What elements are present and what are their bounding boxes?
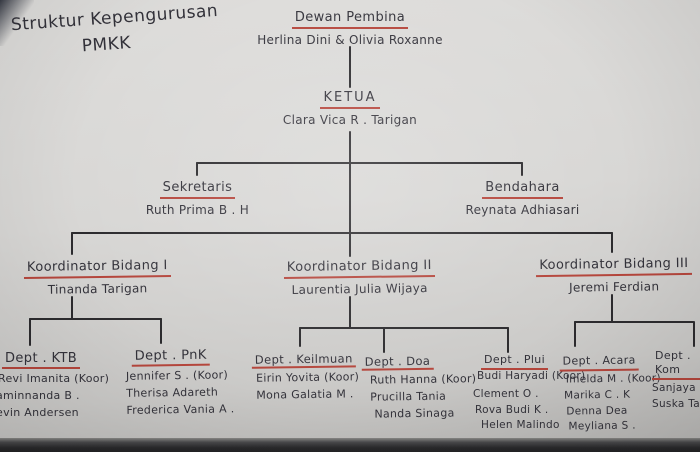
node-title: Koordinator Bidang II — [283, 257, 435, 280]
node-title: Koordinator Bidang III — [536, 255, 692, 278]
whiteboard-bottom-edge — [0, 438, 700, 452]
node-dept-kom: Dept . Kom Sanjaya S . (Ko Suska Tanuwi — [652, 349, 700, 411]
connector-bidang2-bar — [299, 327, 509, 329]
node-member: Denna Dea — [566, 404, 628, 418]
node-member: Nanda Sinaga — [374, 406, 455, 421]
node-dept-doa: Dept . Doa Ruth Hanna (Koor) Prucilla Ta… — [361, 349, 477, 421]
node-member: Frederica Vania A . — [126, 402, 235, 417]
node-member: Herlina Dini & Olivia Roxanne — [257, 33, 443, 48]
node-member: Clement O . — [473, 387, 539, 400]
connector-koord2-trunk — [349, 296, 351, 328]
node-title: Koordinator Bidang I — [23, 257, 171, 280]
node-member: Budi Haryadi (Koor) — [477, 369, 586, 382]
node-dept-acara: Dept . Acara Imelda M . (Koor) Marika C … — [559, 348, 661, 433]
node-member: aminnanda B . — [0, 389, 80, 402]
node-koordinator-bidang-2: Koordinator Bidang II Laurentia Julia Wi… — [272, 254, 448, 299]
node-member: Ruth Prima B . H — [145, 203, 250, 218]
node-ketua: KETUA Clara Vica R . Tarigan — [250, 86, 450, 128]
node-member: Tinanda Tarigan — [47, 281, 148, 297]
connector-koord1-trunk — [71, 296, 73, 319]
connector-drop-koord3 — [611, 232, 613, 253]
connector-koordinator-bar — [71, 232, 613, 234]
connector-drop-keilmuan — [299, 327, 301, 347]
node-member: Clara Vica R . Tarigan — [282, 113, 418, 128]
node-member: Mona Galatia M . — [256, 387, 354, 402]
node-dewan-pembina: Dewan Pembina Herlina Dini & Olivia Roxa… — [230, 6, 470, 48]
connector-drop-bendahara — [521, 162, 523, 176]
node-member: Suska Tanuwi — [652, 397, 700, 410]
connector-drop-ktb — [29, 318, 31, 346]
node-koordinator-bidang-1: Koordinator Bidang I Tinanda Tarigan — [10, 254, 186, 299]
connector-ketua-trunk — [349, 131, 351, 257]
node-member: Prucilla Tania — [370, 389, 447, 404]
node-title: KETUA — [320, 90, 380, 110]
connector-drop-plui — [507, 327, 509, 353]
node-title: Dept . Keilmuan — [251, 351, 356, 370]
connector-bidang3-bar — [574, 321, 694, 323]
connector-drop-sekretaris — [196, 162, 198, 176]
node-title: Sekretaris — [159, 180, 236, 200]
connector-sek-ben-bar — [196, 162, 523, 164]
node-title: Dept . PnK — [131, 347, 210, 368]
node-title: Dept . Plui — [481, 353, 549, 370]
node-dept-ktb: Dept . KTB Revi Imanita (Koor) aminnanda… — [0, 347, 127, 420]
node-member: Meyliana S . — [568, 419, 636, 433]
node-dept-pnk: Dept . PnK Jennifer S . (Koor) Therisa A… — [125, 343, 246, 417]
node-member: evin Andersen — [0, 405, 79, 419]
node-title: Dewan Pembina — [291, 10, 409, 30]
connector-drop-pnk — [160, 318, 162, 344]
node-member: Sanjaya S . (Ko — [652, 382, 700, 394]
node-member: Eirin Yovita (Koor) — [255, 370, 360, 386]
node-title: Dept . Acara — [559, 353, 639, 372]
node-member: Imelda M . (Koor) — [565, 372, 661, 386]
node-koordinator-bidang-3: Koordinator Bidang III Jeremi Ferdian — [528, 252, 700, 297]
node-member: Helen Malindo — [481, 419, 560, 432]
connector-drop-acara — [574, 321, 576, 347]
page-title: Struktur Kepengurusan PMKK — [6, 0, 224, 64]
node-member: Revi Imanita (Koor) — [0, 372, 110, 386]
connector-drop-koord1 — [71, 232, 73, 255]
node-title: Dept . KTB — [2, 351, 81, 370]
node-title: Dept . Doa — [361, 353, 434, 372]
node-member: Jennifer S . (Koor) — [125, 368, 229, 384]
node-member: Jeremi Ferdian — [568, 279, 660, 295]
connector-bidang1-bar — [29, 318, 162, 320]
node-bendahara: Bendahara Reynata Adhiasari — [435, 176, 610, 218]
node-member: Marika C . K — [563, 388, 631, 402]
node-member: Rova Budi K . — [475, 403, 549, 416]
node-dept-plui: Dept . Plui Budi Haryadi (Koor) Clement … — [473, 348, 586, 432]
node-title: Bendahara — [482, 180, 563, 200]
connector-koord3-trunk — [611, 294, 613, 322]
node-member: Ruth Hanna (Koor) — [369, 372, 477, 388]
node-member: Therisa Adareth — [126, 385, 219, 400]
node-member: Reynata Adhiasari — [465, 203, 580, 218]
connector-drop-kom — [693, 321, 695, 347]
node-member: Laurentia Julia Wijaya — [291, 281, 428, 298]
connector-drop-doa — [383, 327, 385, 353]
connector-dewan-ketua — [349, 46, 351, 88]
node-title: Dept . Kom — [652, 349, 700, 380]
node-sekretaris: Sekretaris Ruth Prima B . H — [115, 176, 280, 218]
node-dept-keilmuan: Dept . Keilmuan Eirin Yovita (Koor) Mona… — [251, 347, 365, 402]
